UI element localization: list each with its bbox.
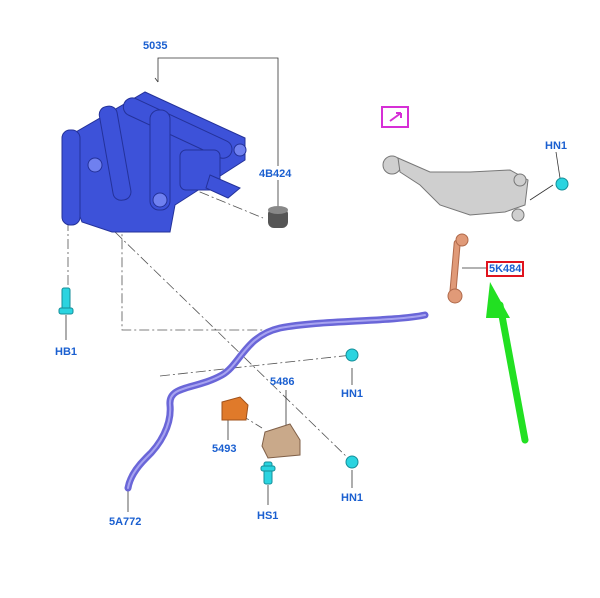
- bushing: [268, 206, 288, 228]
- label-hb1: HB1: [55, 346, 78, 358]
- label-5486: 5486: [270, 376, 295, 388]
- clamp-bracket: [261, 423, 301, 459]
- label-hs1: HS1: [257, 510, 279, 522]
- stabilizer-bar: [124, 311, 429, 492]
- label-5035: 5035: [143, 40, 168, 52]
- bolt-hb1: [58, 287, 74, 315]
- label-5A772: 5A772: [109, 516, 142, 528]
- leader-lines: [65, 57, 561, 512]
- label-5493: 5493: [212, 443, 237, 455]
- subframe-crossmember: [61, 91, 247, 233]
- label-4B424: 4B424: [259, 168, 292, 180]
- bolt-hs1: [260, 461, 276, 485]
- knuckle: [382, 155, 529, 222]
- bushing-5493: [221, 396, 249, 421]
- nut-hn1-mid: [345, 348, 359, 362]
- label-5K484: 5K484: [486, 261, 525, 277]
- label-hn1-bot: HN1: [341, 492, 364, 504]
- green-pointer-arrow: [486, 282, 529, 444]
- view-reference-icon: [381, 106, 409, 128]
- label-hn1-top: HN1: [545, 140, 568, 152]
- label-hn1-mid: HN1: [341, 388, 364, 400]
- stabilizer-link: [447, 233, 469, 304]
- nut-hn1-bot: [345, 455, 359, 469]
- nut-hn1-top: [555, 177, 569, 191]
